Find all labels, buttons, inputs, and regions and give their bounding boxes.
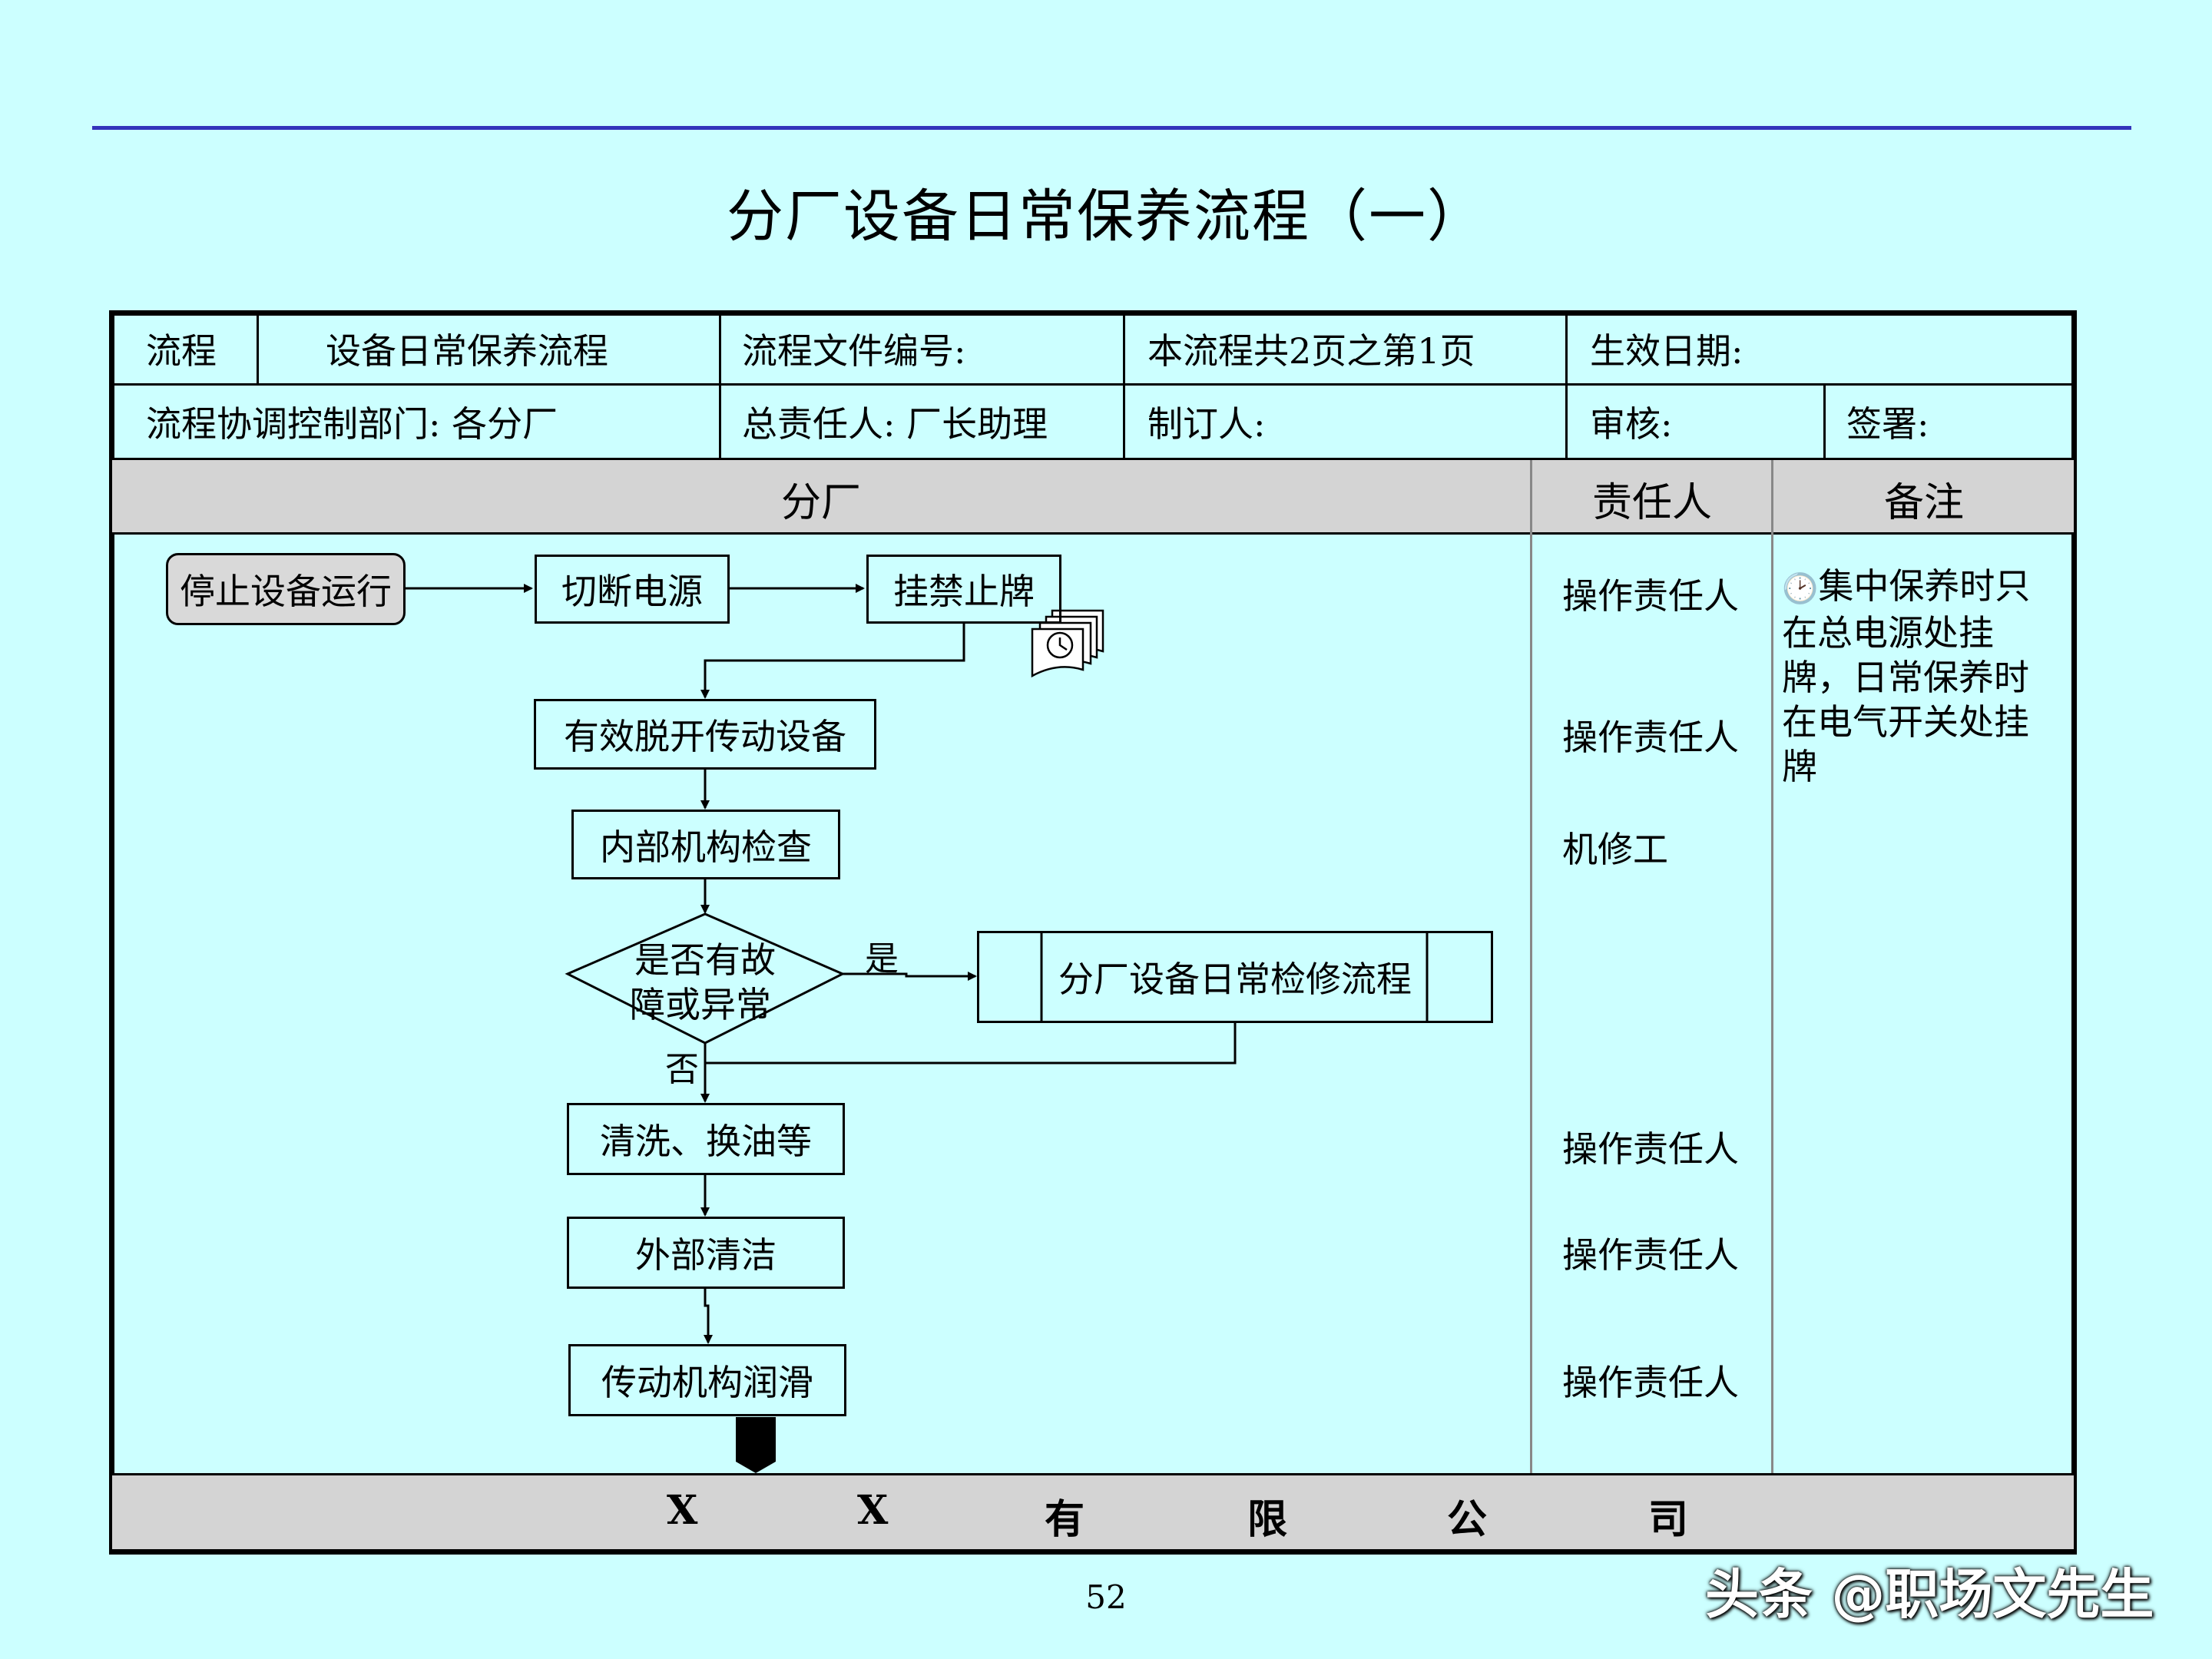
header-vline [1565,313,1568,459]
responsible-4: 操作责任人 [1562,1128,1739,1170]
responsible-6: 操作责任人 [1562,1362,1739,1403]
branch-no-label: 否 [665,1050,699,1089]
footer-char-4: 限 [1247,1496,1288,1543]
step-stop-equipment: 停止设备运行 [166,553,406,625]
header-divider-1 [112,383,2074,386]
column-divider [1771,460,1773,1474]
footer-char-1: X [667,1487,698,1534]
page-number: 52 [1085,1578,1127,1616]
page-title: 分厂设备日常保养流程（一） [727,184,1485,250]
decision-text-line2: 障或异常 [630,984,771,1025]
step-hang-tag: 挂禁止牌 [866,555,1061,624]
process-table-frame [109,310,2077,1555]
note-text-block: 🕑集中保养时只在总电源处挂牌，日常保养时在电气开关处挂牌 [1782,564,2058,789]
page-info: 本流程共2页之第1页 [1147,329,1475,372]
step-power-off: 切断电源 [535,555,730,624]
column-notes: 备注 [1883,480,1964,526]
footer-char-5: 公 [1447,1496,1488,1543]
author: 制订人: [1147,403,1266,445]
effective-date: 生效日期: [1590,329,1743,372]
footer-divider [112,1473,2074,1475]
watermark: 头条 @职场文先生 [1705,1563,2154,1626]
footer-char-3: 有 [1045,1496,1085,1543]
column-main: 分厂 [780,480,861,526]
header-vline [1823,385,1826,459]
step-internal-inspect: 内部机构检查 [571,810,840,879]
responsible-3: 机修工 [1562,829,1668,870]
step-drive-lubrication: 传动机构润滑 [568,1344,846,1416]
arrow-tag-to-disconnect [700,624,965,699]
clock-icon: 🕑 [1782,571,1819,605]
column-responsible: 责任人 [1591,480,1712,526]
responsible-1: 操作责任人 [1562,575,1739,617]
repair-process-label: 分厂设备日常检修流程 [1058,959,1412,1000]
decision-text-line1: 是否有故 [634,939,776,981]
line-repair-return [705,1022,1237,1065]
owner: 总责任人: 厂长助理 [742,403,1048,445]
review: 审核: [1590,403,1673,445]
header-vline [719,313,721,459]
responsible-5: 操作责任人 [1562,1234,1739,1276]
step-repair-process: 分厂设备日常检修流程 [977,931,1493,1023]
arrow-decision-yes [843,972,977,981]
column-header-band [112,460,2074,532]
process-name: 设备日常保养流程 [326,329,608,372]
footer-char-2: X [857,1487,889,1534]
document-stack-icon [1031,609,1104,678]
sign: 签署: [1846,403,1929,445]
column-divider [1530,460,1532,1474]
column-header-divider [112,532,2074,535]
step-clean-oil-change: 清洗、换油等 [567,1103,845,1175]
header-divider-2 [112,458,2074,460]
control-dept: 流程协调控制部门: 各分厂 [146,403,558,445]
header-vline [257,313,259,385]
off-page-connector [736,1417,776,1473]
header-vline [1123,313,1125,459]
responsible-2: 操作责任人 [1562,717,1739,758]
process-label: 流程 [146,329,217,372]
arrow-external-to-lube [704,1289,713,1344]
file-number: 流程文件编号: [742,329,966,372]
footer-band [112,1475,2074,1549]
top-divider-line [92,126,2131,130]
decision-diamond [565,912,846,1045]
branch-yes-label: 是 [865,939,899,979]
footer-char-6: 司 [1648,1496,1689,1543]
note-text: 集中保养时只在总电源处挂牌，日常保养时在电气开关处挂牌 [1782,565,2031,787]
step-external-clean: 外部清洁 [567,1217,845,1289]
step-disconnect-drive: 有效脱开传动设备 [534,699,876,770]
